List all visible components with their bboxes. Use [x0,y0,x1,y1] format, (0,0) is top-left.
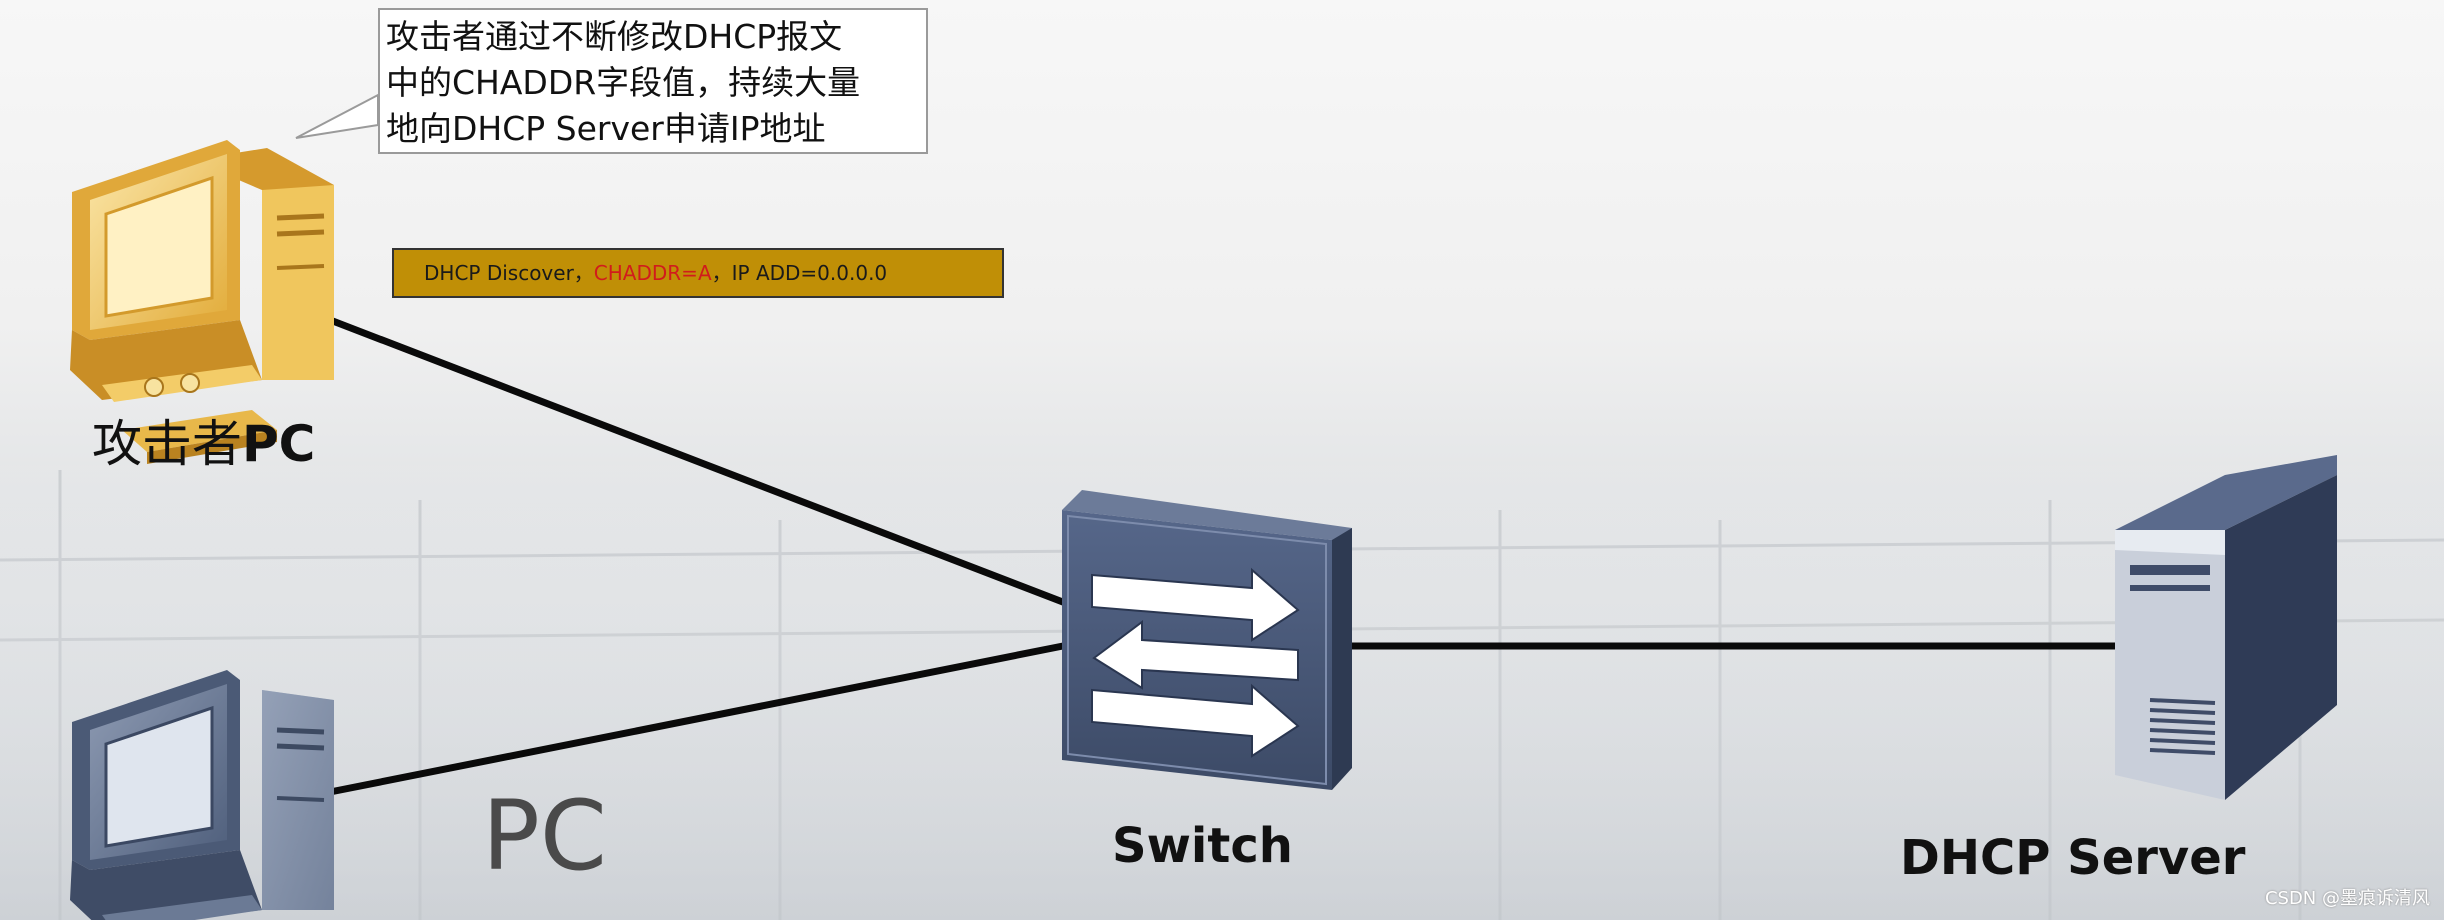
attacker-label-pc: PC [242,415,316,473]
link-attacker-switch [323,314,1070,608]
dhcp-discover-packet: DHCP Discover，CHADDR=A，IP ADD=0.0.0.0 [392,248,1004,298]
attacker-label-main: 攻击者 [92,415,242,473]
server-icon [2115,455,2337,800]
callout-pointer [295,93,379,139]
attack-description-callout: 攻击者通过不断修改DHCP报文 中的CHADDR字段值，持续大量 地向DHCP … [378,8,928,154]
dhcp-server-label: DHCP Server [1900,830,2246,886]
attacker-pc-label: 攻击者PC [92,404,315,476]
link-pc-switch [329,641,1069,796]
callout-line-3: 地向DHCP Server申请IP地址 [386,109,826,148]
callout-line-1: 攻击者通过不断修改DHCP报文 [386,17,843,56]
switch-label: Switch [1112,818,1293,874]
pc-computer-icon [70,670,334,920]
packet-prefix: DHCP Discover， [424,261,594,285]
pc-label: PC [482,780,607,892]
callout-line-2: 中的CHADDR字段值，持续大量 [386,63,861,102]
watermark: CSDN @墨痕诉清风 [2264,888,2430,909]
packet-chaddr-highlight: CHADDR=A [593,261,712,285]
switch-icon [1062,490,1352,790]
attacker-computer-icon [70,140,334,464]
packet-suffix: ，IP ADD=0.0.0.0 [711,261,888,285]
